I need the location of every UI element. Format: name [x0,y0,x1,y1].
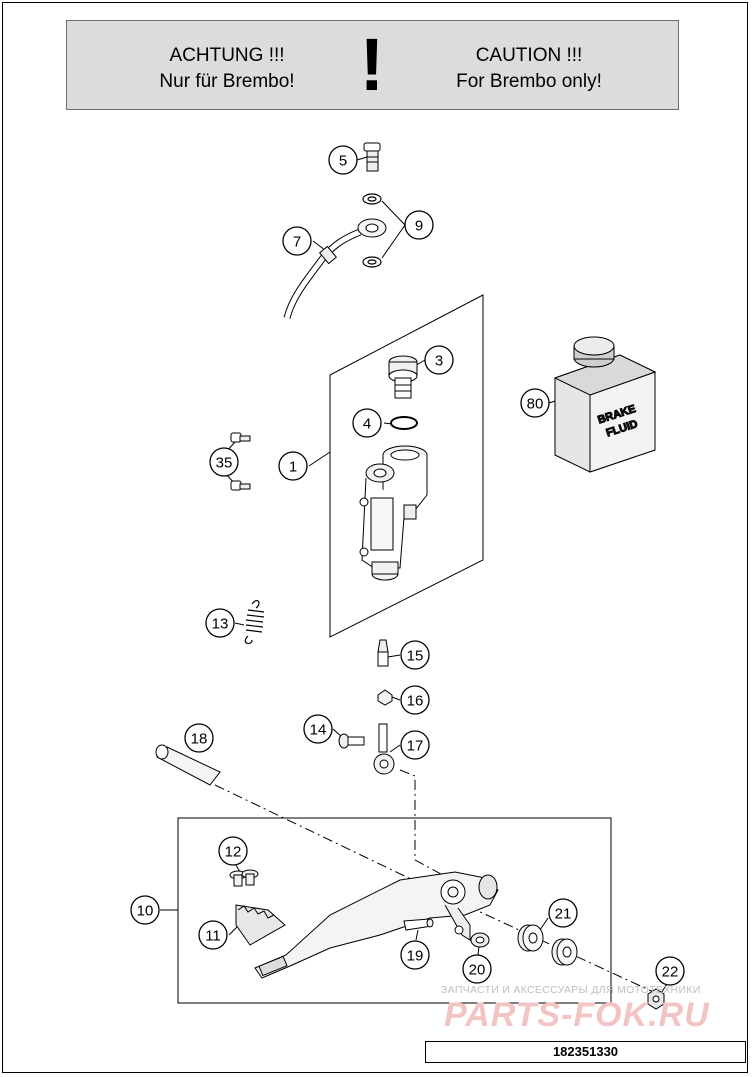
leader-5 [356,156,368,161]
return-spring [244,600,265,645]
pedal-nut [647,988,665,1010]
callout-4-label: 4 [363,416,371,433]
leader-7 [312,240,326,251]
leader-9b [381,224,406,259]
callout-15-label: 15 [407,648,424,665]
callout-17: 17 [400,730,430,760]
callout-12-label: 12 [225,844,242,861]
callout-1-label: 1 [289,459,297,476]
master-cylinder-group-outline [329,294,484,638]
english-warning-title: CAUTION !!! [475,45,583,66]
callout-7: 7 [282,226,312,256]
leader-15 [387,654,401,658]
leader-1 [308,451,331,467]
reservoir-fitting [388,355,418,399]
callout-35: 35 [209,447,239,477]
rod-axis-line [399,769,453,881]
leader-11 [228,925,239,936]
lock-nut [377,689,393,706]
pedal-step-plate [235,904,286,946]
callout-10-label: 10 [137,903,154,920]
part-number-box: 182351330 [425,1041,746,1063]
leader-19 [415,929,419,941]
german-warning-text: Nur für Brembo! [159,71,295,92]
clevis-bolt [338,733,365,749]
callout-16: 16 [400,685,430,715]
brake-fluid-bottle: BRAKE FLUID [553,336,657,473]
callout-18-label: 18 [191,731,208,748]
step-screws [229,869,259,887]
callout-13: 13 [205,608,235,638]
callout-14-label: 14 [310,722,327,739]
callout-markers: 5 9 7 3 4 1 35 80 13 15 16 14 17 18 12 1… [130,145,685,986]
leader-21 [539,917,549,931]
callout-17-label: 17 [407,738,424,755]
english-warning: CAUTION !!! For Brembo only! [429,43,629,95]
callout-7-label: 7 [293,234,301,251]
callout-11: 11 [198,920,228,950]
leader-9a [381,200,406,226]
callout-4: 4 [352,408,382,438]
english-warning-text: For Brembo only! [456,71,602,92]
german-warning-title: ACHTUNG !!! [169,45,285,66]
callout-16-label: 16 [407,693,424,710]
callout-9: 9 [404,210,434,240]
watermark-logo: PARTS-FOK.RU [444,996,710,1034]
callout-5: 5 [328,145,358,175]
callout-80: 80 [520,388,550,418]
callout-19-label: 19 [407,948,424,965]
callout-13-label: 13 [212,616,229,633]
german-warning: ACHTUNG !!! Nur für Brembo! [127,43,327,95]
callout-21: 21 [548,898,578,928]
pivot-pin [155,744,221,786]
exclamation-icon: ! [359,23,385,106]
mounting-screws [230,432,251,491]
callout-10: 10 [130,895,160,925]
callout-14: 14 [303,714,333,744]
callout-1: 1 [278,451,308,481]
leader-20 [477,945,480,956]
leader-13 [234,622,245,626]
sealing-rings [362,193,382,268]
stop-pin [403,918,434,931]
leader-17 [389,744,401,753]
pedal-axis-line [214,784,661,996]
callout-15: 15 [400,640,430,670]
callout-20: 20 [462,954,492,984]
callout-22: 22 [655,956,685,986]
callout-80-label: 80 [527,396,544,413]
master-cylinder [359,445,428,581]
pedal-bearings [517,924,578,966]
callout-11-label: 11 [205,928,221,945]
push-rod [373,723,395,775]
callout-9-label: 9 [415,218,423,235]
brake-hose [283,218,387,319]
caution-banner: ACHTUNG !!! Nur für Brembo! ! CAUTION !!… [66,20,679,110]
callout-3-label: 3 [435,353,443,370]
watermark-tagline: ЗАПЧАСТИ И АКСЕССУАРЫ ДЛЯ МОТОТЕХНИКИ [441,984,701,996]
push-rod-end [377,639,389,667]
o-ring [390,416,418,430]
callout-12: 12 [218,836,248,866]
banjo-bolt [363,142,381,172]
callout-5-label: 5 [339,153,347,170]
callout-3: 3 [424,345,454,375]
callout-21-label: 21 [555,906,572,923]
leader-16 [391,696,401,701]
callout-18: 18 [184,723,214,753]
callout-22-label: 22 [662,964,679,981]
pedal-bushing [470,932,490,948]
callout-20-label: 20 [469,962,486,979]
brake-pedal-lever [254,871,499,979]
callout-19: 19 [400,940,430,970]
callout-35-label: 35 [216,455,233,472]
